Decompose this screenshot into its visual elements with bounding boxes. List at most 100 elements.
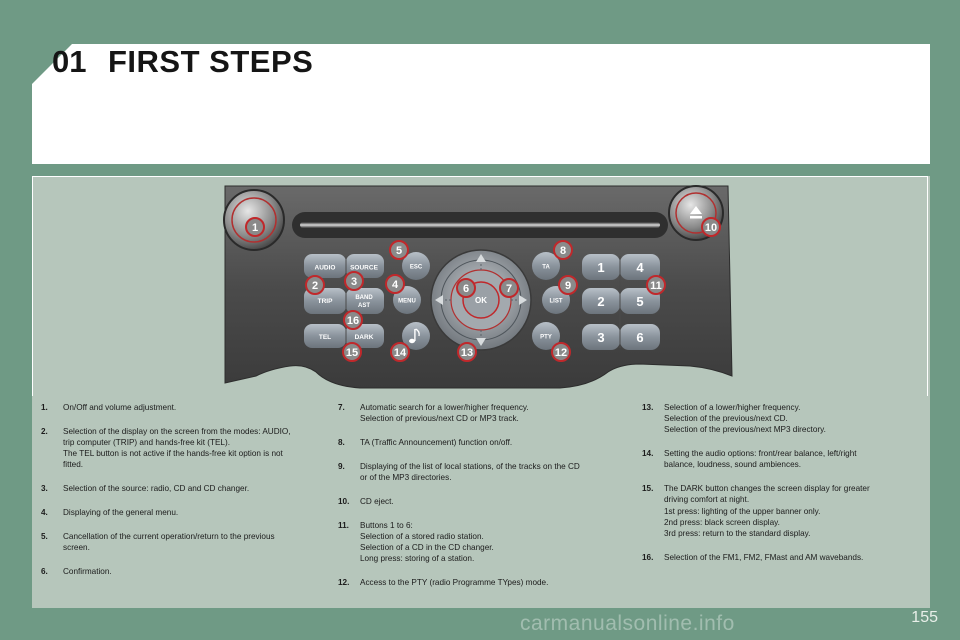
watermark: carmanualsonline.info [520, 612, 735, 635]
preset-button-3[interactable]: 3 [582, 324, 620, 350]
legend-item-text: Selection of the FM1, FM2, FMast and AM … [664, 552, 864, 562]
chapter-number: 01 [52, 44, 87, 79]
legend-item: 1.On/Off and volume adjustment. [41, 402, 319, 413]
arrow-left-icon[interactable] [435, 295, 443, 305]
preset-label: 2 [597, 294, 604, 309]
legend-item: 12. Access to the PTY (radio Programme TY… [338, 577, 618, 588]
audio-settings-button[interactable] [402, 322, 430, 350]
callout-number: 7 [506, 283, 512, 295]
legend-item-number: 6. [41, 566, 48, 576]
preset-label: 4 [636, 260, 644, 275]
esc-button-label: ESC [410, 265, 423, 271]
callout-number: 2 [312, 280, 318, 292]
legend-item: 16. Selection of the FM1, FM2, FMast and … [642, 552, 910, 563]
callout-number: 16 [347, 315, 359, 327]
legend-item-text: Selection of the display on the screen f… [63, 426, 291, 470]
callout-marker: 2 [305, 275, 325, 295]
esc-button[interactable]: ESC [402, 252, 430, 280]
legend-item-text: CD eject. [360, 496, 394, 506]
menu-button[interactable]: MENU [393, 286, 421, 314]
legend-item-number: 15. [642, 484, 654, 494]
callout-marker: 6 [456, 278, 476, 298]
legend-item-text: Displaying of the general menu. [63, 508, 179, 517]
legend-item-number: 10. [338, 496, 350, 506]
legend-item-text: Automatic search for a lower/higher freq… [360, 403, 529, 424]
callout-number: 1 [252, 222, 258, 234]
audio-button-label: AUDIO [315, 265, 336, 272]
legend-item-number: 13. [642, 403, 654, 412]
audio-button[interactable]: AUDIO [304, 254, 346, 278]
legend-item: 14.Setting the audio options: front/rear… [642, 448, 910, 470]
band-label: BAND [355, 295, 373, 301]
preset-label: 5 [636, 294, 643, 309]
legend-item-text: TA (Traffic Announcement) function on/of… [360, 438, 513, 447]
callout-marker: 5 [389, 240, 409, 260]
preset-label: 1 [597, 260, 604, 275]
preset-button-5[interactable]: 5 [620, 288, 660, 314]
legend-item: 11.Buttons 1 to 6: Selection of a stored… [338, 520, 618, 565]
legend-item-text: Displaying of the list of local stations… [360, 461, 580, 482]
preset-button-4[interactable]: 4 [620, 254, 660, 280]
callout-number: 3 [351, 276, 357, 288]
preset-button-6[interactable]: 6 [620, 324, 660, 350]
legend-item-number: 16. [642, 552, 654, 562]
callout-number: 9 [565, 280, 571, 292]
callout-marker: 3 [344, 271, 364, 291]
pty-button[interactable]: PTY [532, 322, 560, 350]
legend-item-text: Access to the PTY (radio Programme TYpes… [360, 578, 549, 587]
source-button-label: SOURCE [350, 265, 378, 272]
legend-item-number: 8. [338, 438, 345, 447]
page-number: 155 [911, 609, 938, 626]
ast-label: AST [358, 303, 370, 309]
legend-item-text: Selection of a lower/higher frequency. S… [664, 403, 826, 435]
legend-item: 7.Automatic search for a lower/higher fr… [338, 402, 618, 424]
callout-marker: 12 [551, 342, 571, 362]
page-title: FIRST STEPS [108, 44, 314, 79]
callout-marker: 10 [701, 217, 721, 237]
preset-label: 6 [636, 330, 643, 345]
callout-number: 15 [346, 347, 358, 359]
legend-item-number: 4. [41, 508, 48, 517]
dark-button-label: DARK [355, 334, 374, 341]
eject-knob-ring [675, 192, 717, 234]
tel-button-label: TEL [319, 334, 331, 341]
callout-number: 8 [560, 245, 566, 257]
header-banner [32, 44, 930, 164]
callout-marker: 4 [385, 274, 405, 294]
arrow-right-icon[interactable] [519, 295, 527, 305]
ta-button[interactable]: TA [532, 252, 560, 280]
volume-knob-ring [231, 197, 277, 243]
pty-button-label: PTY [540, 335, 552, 341]
band-ast-button[interactable]: BAND AST [346, 288, 384, 314]
callout-number: 13 [461, 347, 473, 359]
callout-marker: 11 [646, 275, 666, 295]
dark-button[interactable]: DARK [346, 324, 384, 348]
tel-button[interactable]: TEL [304, 324, 346, 348]
arrow-down-icon[interactable] [476, 338, 486, 346]
legend-item: 10. CD eject. [338, 496, 618, 507]
legend-item-text: The DARK button changes the screen displ… [664, 484, 870, 539]
callout-marker: 1 [245, 217, 265, 237]
callout-number: 10 [705, 222, 717, 234]
legend-item-number: 5. [41, 531, 48, 541]
callout-marker: 7 [499, 278, 519, 298]
legend-item-text: On/Off and volume adjustment. [63, 403, 177, 412]
legend-column-1: 1.On/Off and volume adjustment.2.Selecti… [41, 402, 319, 590]
preset-label: 3 [597, 330, 604, 345]
legend-item: 13. Selection of a lower/higher frequency… [642, 402, 910, 436]
legend-item-text: Setting the audio options: front/rear ba… [664, 449, 857, 470]
arrow-up-icon[interactable] [476, 254, 486, 262]
callout-marker: 13 [457, 342, 477, 362]
legend-item-number: 9. [338, 461, 345, 471]
list-button-label: LIST [550, 299, 563, 305]
legend-item-number: 3. [41, 484, 48, 494]
legend-item-text: Selection of the source: radio, CD and C… [63, 484, 250, 494]
legend-item: 15. The DARK button changes the screen di… [642, 483, 910, 539]
callout-number: 14 [394, 347, 407, 359]
preset-button-2[interactable]: 2 [582, 288, 620, 314]
preset-button-1[interactable]: 1 [582, 254, 620, 280]
legend-item-number: 11. [338, 520, 349, 530]
legend-item: 8. TA (Traffic Announcement) function on/… [338, 437, 618, 448]
legend-item-number: 12. [338, 578, 350, 587]
